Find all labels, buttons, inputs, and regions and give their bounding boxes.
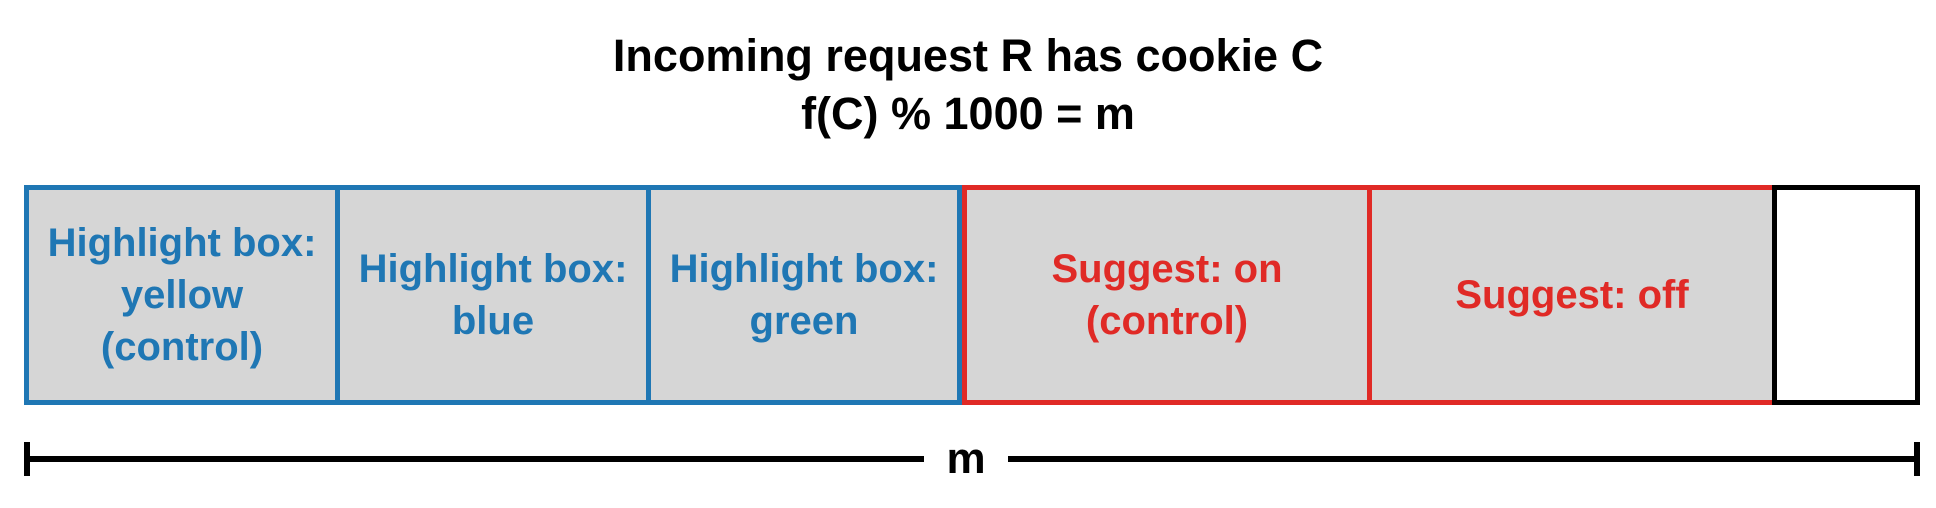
segment-suggest-off: Suggest: off: [1367, 185, 1777, 405]
segment-label: Highlight box: green: [669, 247, 939, 343]
segment-label: Suggest: off: [1455, 273, 1689, 317]
bucket-bar: Highlight box: yellow (control) Highligh…: [24, 185, 1920, 405]
m-range-axis: m: [24, 434, 1920, 483]
axis-line-right: [1008, 456, 1920, 462]
axis-line-left: [24, 456, 924, 462]
segment-highlight-green: Highlight box: green: [646, 185, 962, 405]
segment-unallocated: [1772, 185, 1920, 405]
diagram-title-line-1: Incoming request R has cookie C: [612, 30, 1324, 81]
segment-highlight-blue: Highlight box: blue: [335, 185, 651, 405]
diagram-title-line-2: f(C) % 1000 = m: [801, 88, 1135, 139]
segment-highlight-yellow: Highlight box: yellow (control): [24, 185, 340, 405]
segment-label: Suggest: on (control): [1051, 247, 1283, 343]
segment-label: Highlight box: blue: [358, 247, 628, 343]
segment-suggest-on: Suggest: on (control): [962, 185, 1372, 405]
axis-label: m: [946, 434, 986, 483]
axis-right-cap: [1914, 442, 1920, 476]
segment-label: Highlight box: yellow (control): [47, 221, 317, 369]
